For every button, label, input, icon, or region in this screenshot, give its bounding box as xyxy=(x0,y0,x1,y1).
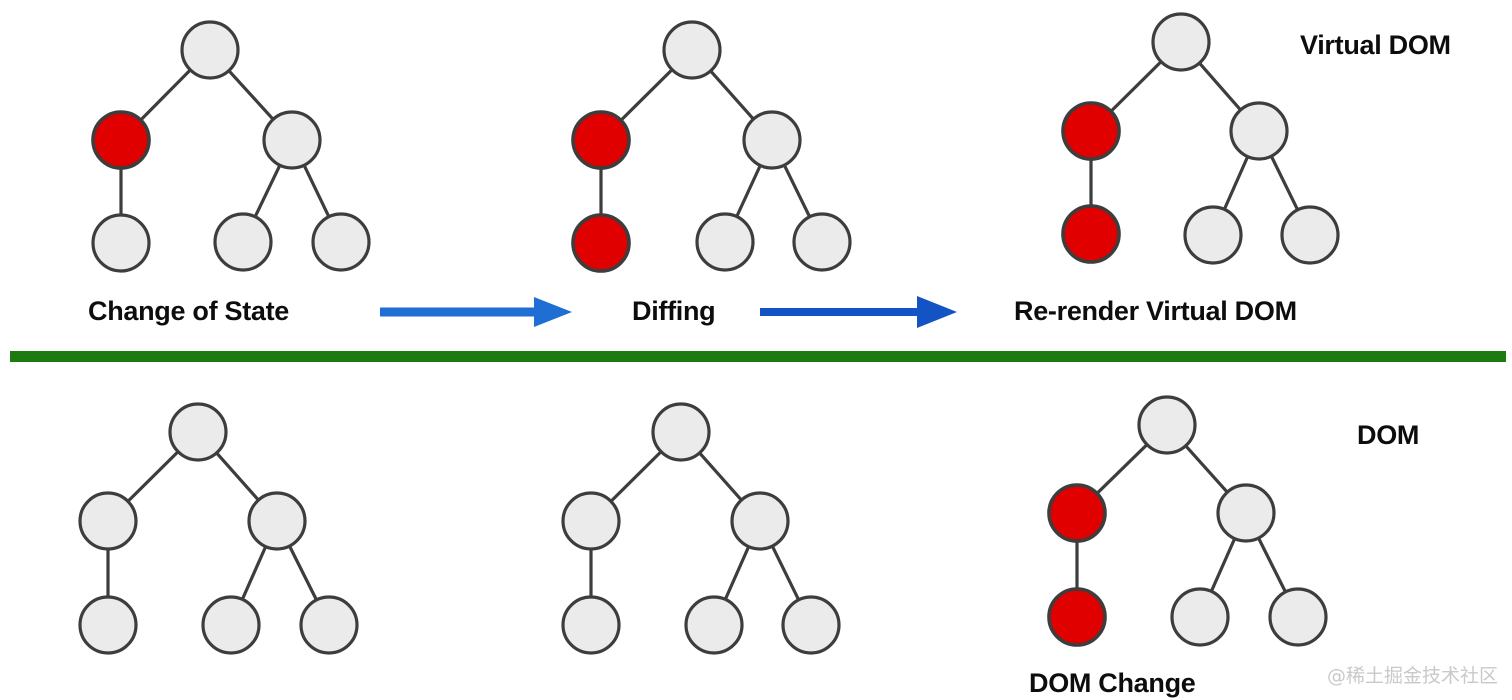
watermark-text: @稀土掘金技术社区 xyxy=(1327,665,1499,687)
tree-node-changed xyxy=(571,213,631,273)
step-label-diffing: Diffing xyxy=(632,296,716,326)
tree-edges xyxy=(599,66,813,221)
tree-edge xyxy=(781,161,813,221)
tree-node xyxy=(561,595,621,655)
tree-node xyxy=(1268,587,1328,647)
tree-edge xyxy=(1196,59,1244,114)
tree-edge xyxy=(1093,441,1151,497)
arrow-diffing-to-rerender xyxy=(760,296,957,328)
tree-node xyxy=(730,491,790,551)
tree-edge xyxy=(137,66,194,124)
tree-edge xyxy=(1268,152,1301,214)
tree-node xyxy=(1170,587,1230,647)
tree-edge xyxy=(696,449,745,504)
tree-node xyxy=(1216,483,1276,543)
vdom-tree-diffing xyxy=(571,20,852,273)
arrow-shaft xyxy=(760,308,917,316)
tree-edges xyxy=(106,448,319,604)
tree-edge xyxy=(734,162,763,220)
tree-edge xyxy=(124,448,182,505)
arrow-shaft xyxy=(380,307,534,317)
tree-node xyxy=(1151,12,1211,72)
tree-edges xyxy=(589,448,802,604)
tree-node xyxy=(180,20,240,80)
tree-edge xyxy=(225,67,277,123)
tree-edge xyxy=(722,543,752,603)
tree-node xyxy=(311,212,371,272)
tree-edge xyxy=(707,67,757,123)
tree-node xyxy=(742,110,802,170)
tree-edges xyxy=(1075,441,1288,596)
tree-node-changed xyxy=(91,110,151,170)
virtual-dom-section-title: Virtual DOM xyxy=(1300,30,1451,60)
tree-edge xyxy=(287,542,319,604)
vdom-tree-change-of-state xyxy=(91,20,371,273)
arrow-head-icon xyxy=(917,296,957,328)
tree-node-changed xyxy=(1047,587,1107,647)
dom-section-title: DOM xyxy=(1357,420,1420,450)
tree-edges xyxy=(1089,58,1301,214)
tree-node xyxy=(78,491,138,551)
tree-edge xyxy=(239,543,269,603)
tree-node xyxy=(247,491,307,551)
tree-node xyxy=(168,402,228,462)
dom-tree-initial-left xyxy=(78,402,359,655)
tree-node xyxy=(684,595,744,655)
tree-edge xyxy=(1221,153,1251,213)
tree-node-changed xyxy=(1061,101,1121,161)
tree-edge xyxy=(1256,534,1288,596)
tree-node xyxy=(1183,205,1243,265)
tree-node xyxy=(781,595,841,655)
tree-node xyxy=(1229,101,1289,161)
tree-edge xyxy=(213,449,262,504)
tree-node xyxy=(1280,205,1340,265)
step-label-change-of-state: Change of State xyxy=(88,296,290,326)
tree-edge xyxy=(617,66,676,124)
tree-node xyxy=(299,595,359,655)
tree-edge xyxy=(1107,58,1165,115)
tree-node xyxy=(262,110,322,170)
dom-tree-initial-middle xyxy=(561,402,841,655)
green-divider xyxy=(10,351,1506,362)
tree-node xyxy=(213,212,273,272)
tree-edges xyxy=(119,66,332,221)
tree-node xyxy=(91,213,151,273)
tree-node xyxy=(201,595,261,655)
arrow-change-to-diffing xyxy=(380,297,572,327)
tree-node xyxy=(561,491,621,551)
tree-node xyxy=(792,212,852,272)
step-label-re-render-virtual-dom: Re-render Virtual DOM xyxy=(1014,296,1297,326)
tree-node-changed xyxy=(1061,204,1121,264)
tree-node xyxy=(651,402,711,462)
tree-node-changed xyxy=(571,110,631,170)
tree-node xyxy=(662,20,722,80)
tree-edge xyxy=(252,161,283,221)
tree-edge xyxy=(1208,535,1238,595)
dom-tree-changed xyxy=(1047,395,1328,647)
tree-edge xyxy=(1182,442,1231,496)
vdom-tree-rerender xyxy=(1061,12,1340,265)
tree-node xyxy=(695,212,755,272)
tree-node-changed xyxy=(1047,483,1107,543)
tree-edge xyxy=(301,161,332,221)
tree-node xyxy=(1137,395,1197,455)
arrow-head-icon xyxy=(534,297,572,327)
step-label-dom-change: DOM Change xyxy=(1029,668,1196,698)
tree-edge xyxy=(607,448,665,505)
tree-node xyxy=(78,595,138,655)
tree-edge xyxy=(769,542,802,604)
